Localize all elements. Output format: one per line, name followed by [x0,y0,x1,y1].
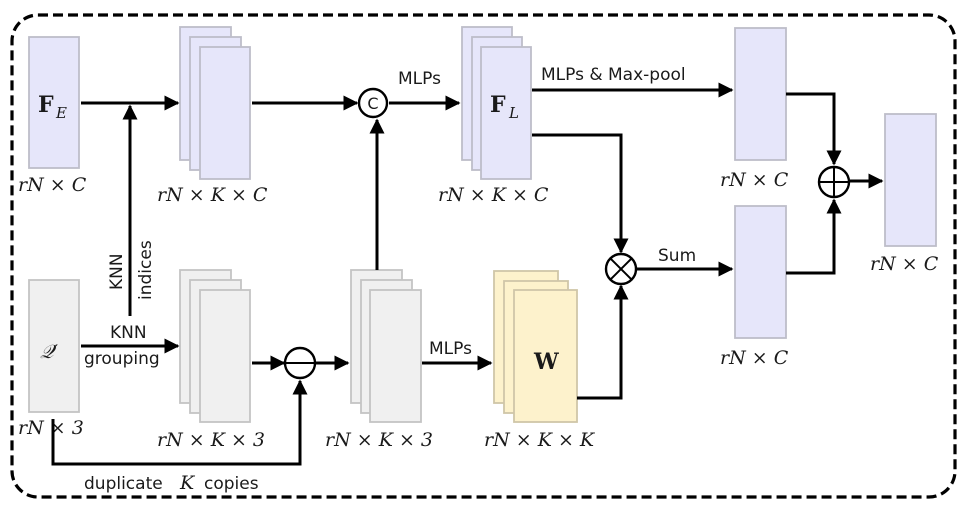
fe-dims: rN × C [18,174,87,196]
coord-block [369,289,422,423]
fl-subscript: L [508,104,519,122]
pooled-block: rN × C [720,27,789,191]
grouped-coords-dims: rN × K × 3 [157,429,265,451]
relative-coords-stack: rN × K × 3 [325,269,433,451]
label-knn-grouping-2: grouping [84,349,160,369]
label-sum: Sum [658,246,696,266]
label-mlps-bottom: MLPs [429,339,472,359]
svg-text:duplicate: duplicate [84,474,163,494]
summed-dims: rN × C [720,347,789,369]
coord-block [199,289,251,423]
fe-block: F E rN × C [18,36,87,196]
edge-fl-to-mul [532,133,629,254]
q-prime-symbol: 𝒬′ [40,341,59,363]
weight-block [513,289,578,423]
feature-block [480,46,532,180]
fl-dims: rN × K × C [438,184,549,206]
feature-block [28,36,80,169]
label-mlps-top: MLPs [398,69,441,89]
grouped-features-dims: rN × K × C [157,184,268,206]
feature-block [884,113,937,247]
multiply-operator [604,252,638,286]
w-dims: rN × K × K [484,429,596,451]
pooled-dims: rN × C [720,169,789,191]
feature-block [734,205,787,339]
grouped-coords-stack: rN × K × 3 [157,269,265,451]
fl-symbol: F [490,92,506,118]
fe-symbol: F [38,92,54,118]
label-knn-grouping-1: KNN [110,323,147,343]
svg-text:indices: indices [136,240,156,300]
edges [51,82,884,466]
w-symbol: W [533,349,559,375]
svg-text:copies: copies [204,474,259,494]
concat-operator: C [357,87,389,119]
fe-subscript: E [55,104,67,122]
edge-duplicate [51,379,308,466]
dashed-frame [10,13,957,499]
label-mlps-maxpool: MLPs & Max-pool [541,65,686,85]
q-prime-dims: rN × 3 [18,417,84,439]
coord-block [28,279,80,413]
edge-w-to-mul [577,284,629,400]
w-stack: W rN × K × K [484,270,596,451]
subtract-operator [283,346,317,380]
relative-coords-dims: rN × K × 3 [325,429,433,451]
svg-text:C: C [367,94,378,113]
edge-sum-to-add [786,198,842,275]
svg-text:K: K [179,472,196,494]
summed-block: rN × C [720,205,789,369]
output-block: rN × C [870,113,939,275]
label-duplicate: duplicate K copies [84,472,259,494]
add-operator [817,165,851,199]
q-prime-block: 𝒬′ rN × 3 [18,279,84,439]
edge-pool-to-add [786,92,842,166]
output-dims: rN × C [870,253,939,275]
fl-stack: F L rN × K × C [438,26,549,206]
feature-block [199,46,251,180]
label-knn-indices: KNN indices [107,240,156,300]
grouped-features-stack: rN × K × C [157,26,268,206]
svg-text:KNN: KNN [107,253,127,290]
feature-block [734,27,787,161]
